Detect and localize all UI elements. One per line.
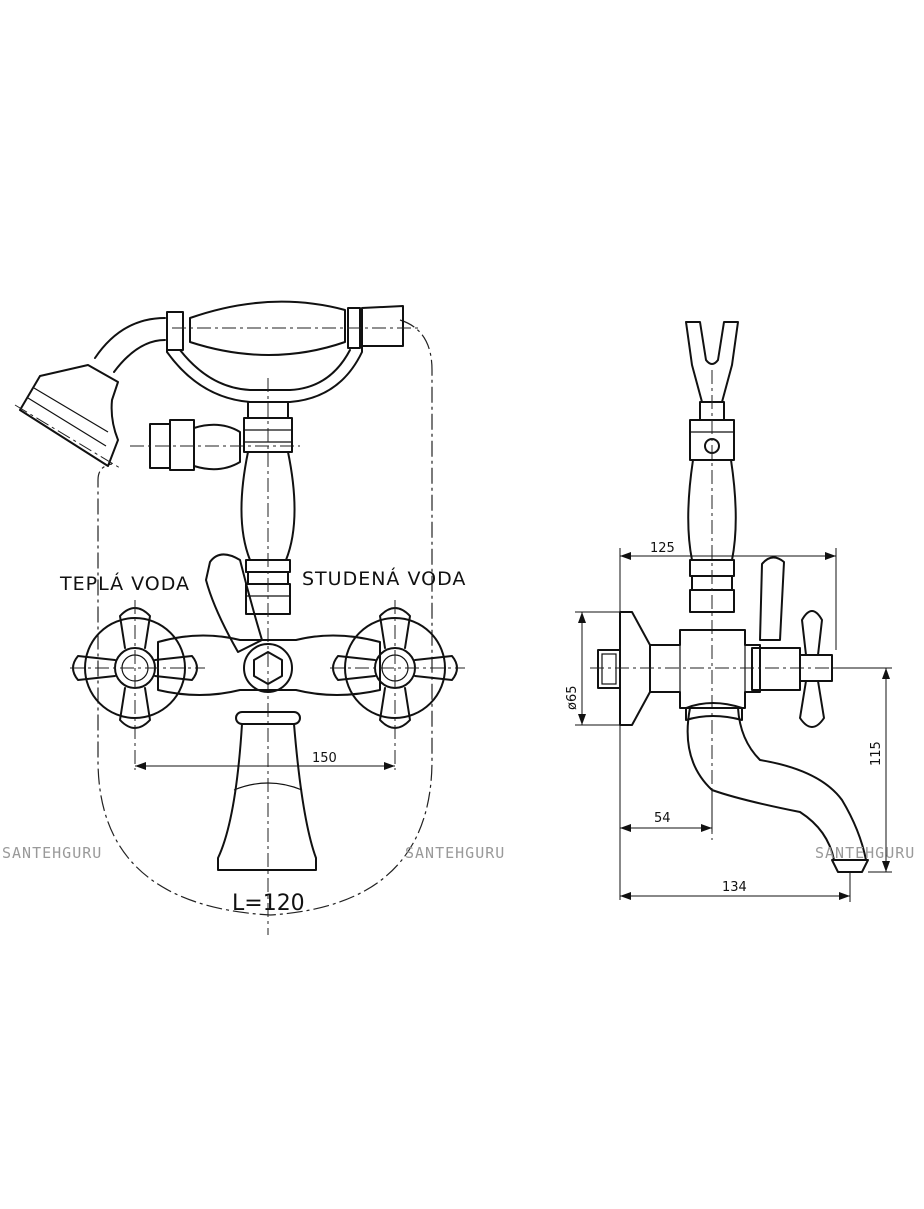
swing-envelope xyxy=(97,319,433,916)
dimension-115-label: 115 xyxy=(869,741,884,766)
watermark-center: SANTEHGURU xyxy=(405,844,505,862)
side-cross-handle xyxy=(799,610,833,728)
cold-water-label: STUDENÁ VODA xyxy=(302,567,466,590)
dimension-115: 115 xyxy=(836,667,892,873)
dimension-125: 125 xyxy=(619,541,837,650)
diverter-lever xyxy=(205,553,263,653)
dimension-65: ø65 xyxy=(565,611,620,726)
mixer-body xyxy=(157,634,381,696)
dimension-54: 54 xyxy=(619,725,713,900)
watermark-left: SANTEHGURU xyxy=(2,844,102,862)
hose-connector xyxy=(130,419,300,471)
watermark-right: SANTEHGURU xyxy=(815,844,915,862)
dimension-54-label: 54 xyxy=(654,811,671,826)
cold-water-handle xyxy=(330,600,465,770)
dimension-125-label: 125 xyxy=(650,541,675,556)
shower-hose xyxy=(94,317,166,359)
shower-handle xyxy=(166,300,420,356)
dimension-150: 150 xyxy=(135,751,395,770)
dimension-65-label: ø65 xyxy=(565,686,580,711)
side-lever xyxy=(759,556,785,641)
bath-spout xyxy=(217,711,317,871)
side-spout xyxy=(686,707,867,861)
dimension-134: 134 xyxy=(620,872,851,902)
length-label: L=120 xyxy=(232,891,305,916)
hot-water-handle xyxy=(70,600,205,770)
dimension-150-label: 150 xyxy=(312,751,337,766)
side-body xyxy=(649,629,761,709)
front-view: 150 TEPLÁ VODA STUDENÁ VODA L=120 xyxy=(14,300,466,935)
shower-head xyxy=(14,364,121,469)
central-column xyxy=(240,378,296,935)
dimension-134-label: 134 xyxy=(722,880,747,895)
side-column xyxy=(687,370,737,840)
shower-holder-fork xyxy=(685,321,739,403)
hot-water-label: TEPLÁ VODA xyxy=(59,572,190,595)
side-view: 125 ø65 115 54 xyxy=(565,321,892,902)
